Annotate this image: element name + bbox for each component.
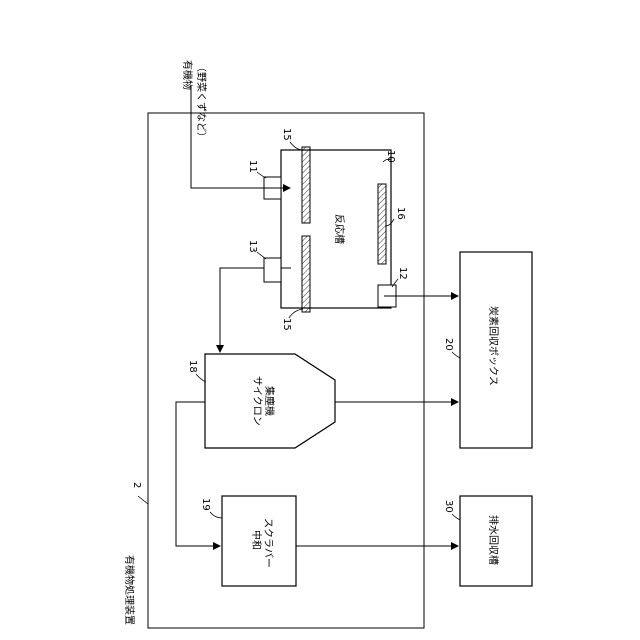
plate-ref-lower: 15 [281, 318, 292, 331]
drain-tank-ref-leader [452, 514, 460, 520]
reactor-ref: 10 [385, 150, 396, 163]
carbide-box-ref-leader [452, 352, 460, 358]
plate-ref-lower-leader [289, 309, 303, 318]
plate-ref-upper-leader [290, 142, 303, 150]
input-label: 有機物 （野菜くずなど） [181, 60, 207, 142]
cyclone-ref: 18 [187, 360, 198, 373]
drain-tank-ref: 30 [443, 500, 454, 513]
exhaust-ref: 13 [247, 240, 258, 253]
scrubber-label-line1: 中和 [250, 530, 263, 550]
cyclone-label-line2: 集塵機 [263, 386, 276, 416]
apparatus-ref: 2 [131, 482, 142, 488]
input-label-line1: 有機物 [181, 60, 194, 90]
heater-ref: 16 [395, 207, 406, 220]
carbide-box-label: 炭素回収ボックス [487, 306, 500, 386]
exhaust-port [264, 258, 281, 282]
scrubber-ref-leader [210, 512, 222, 518]
inlet-ref-leader [257, 172, 266, 178]
plate-upper [302, 147, 310, 223]
exhaust-ref-leader [257, 252, 266, 259]
heater [378, 184, 386, 264]
plate-lower [302, 236, 310, 312]
outlet-ref: 12 [397, 267, 408, 280]
inlet-ref: 11 [247, 160, 258, 173]
scrubber-ref: 19 [200, 498, 211, 511]
cyclone-label-line1: サイクロン [251, 376, 263, 426]
exhaust-to-cyclone-arrow [220, 268, 264, 352]
reactor-label: 反応槽 [333, 214, 346, 244]
drain-tank-label: 排水回収槽 [487, 515, 500, 565]
scrubber-label-line2: スクラバー [262, 518, 274, 568]
carbide-box-ref: 20 [443, 338, 454, 351]
plate-ref-upper: 15 [281, 128, 292, 141]
input-label-line2: （野菜くずなど） [195, 62, 207, 142]
apparatus-ref-leader [138, 496, 148, 504]
apparatus-label: 有機物処理装置 [123, 555, 136, 625]
